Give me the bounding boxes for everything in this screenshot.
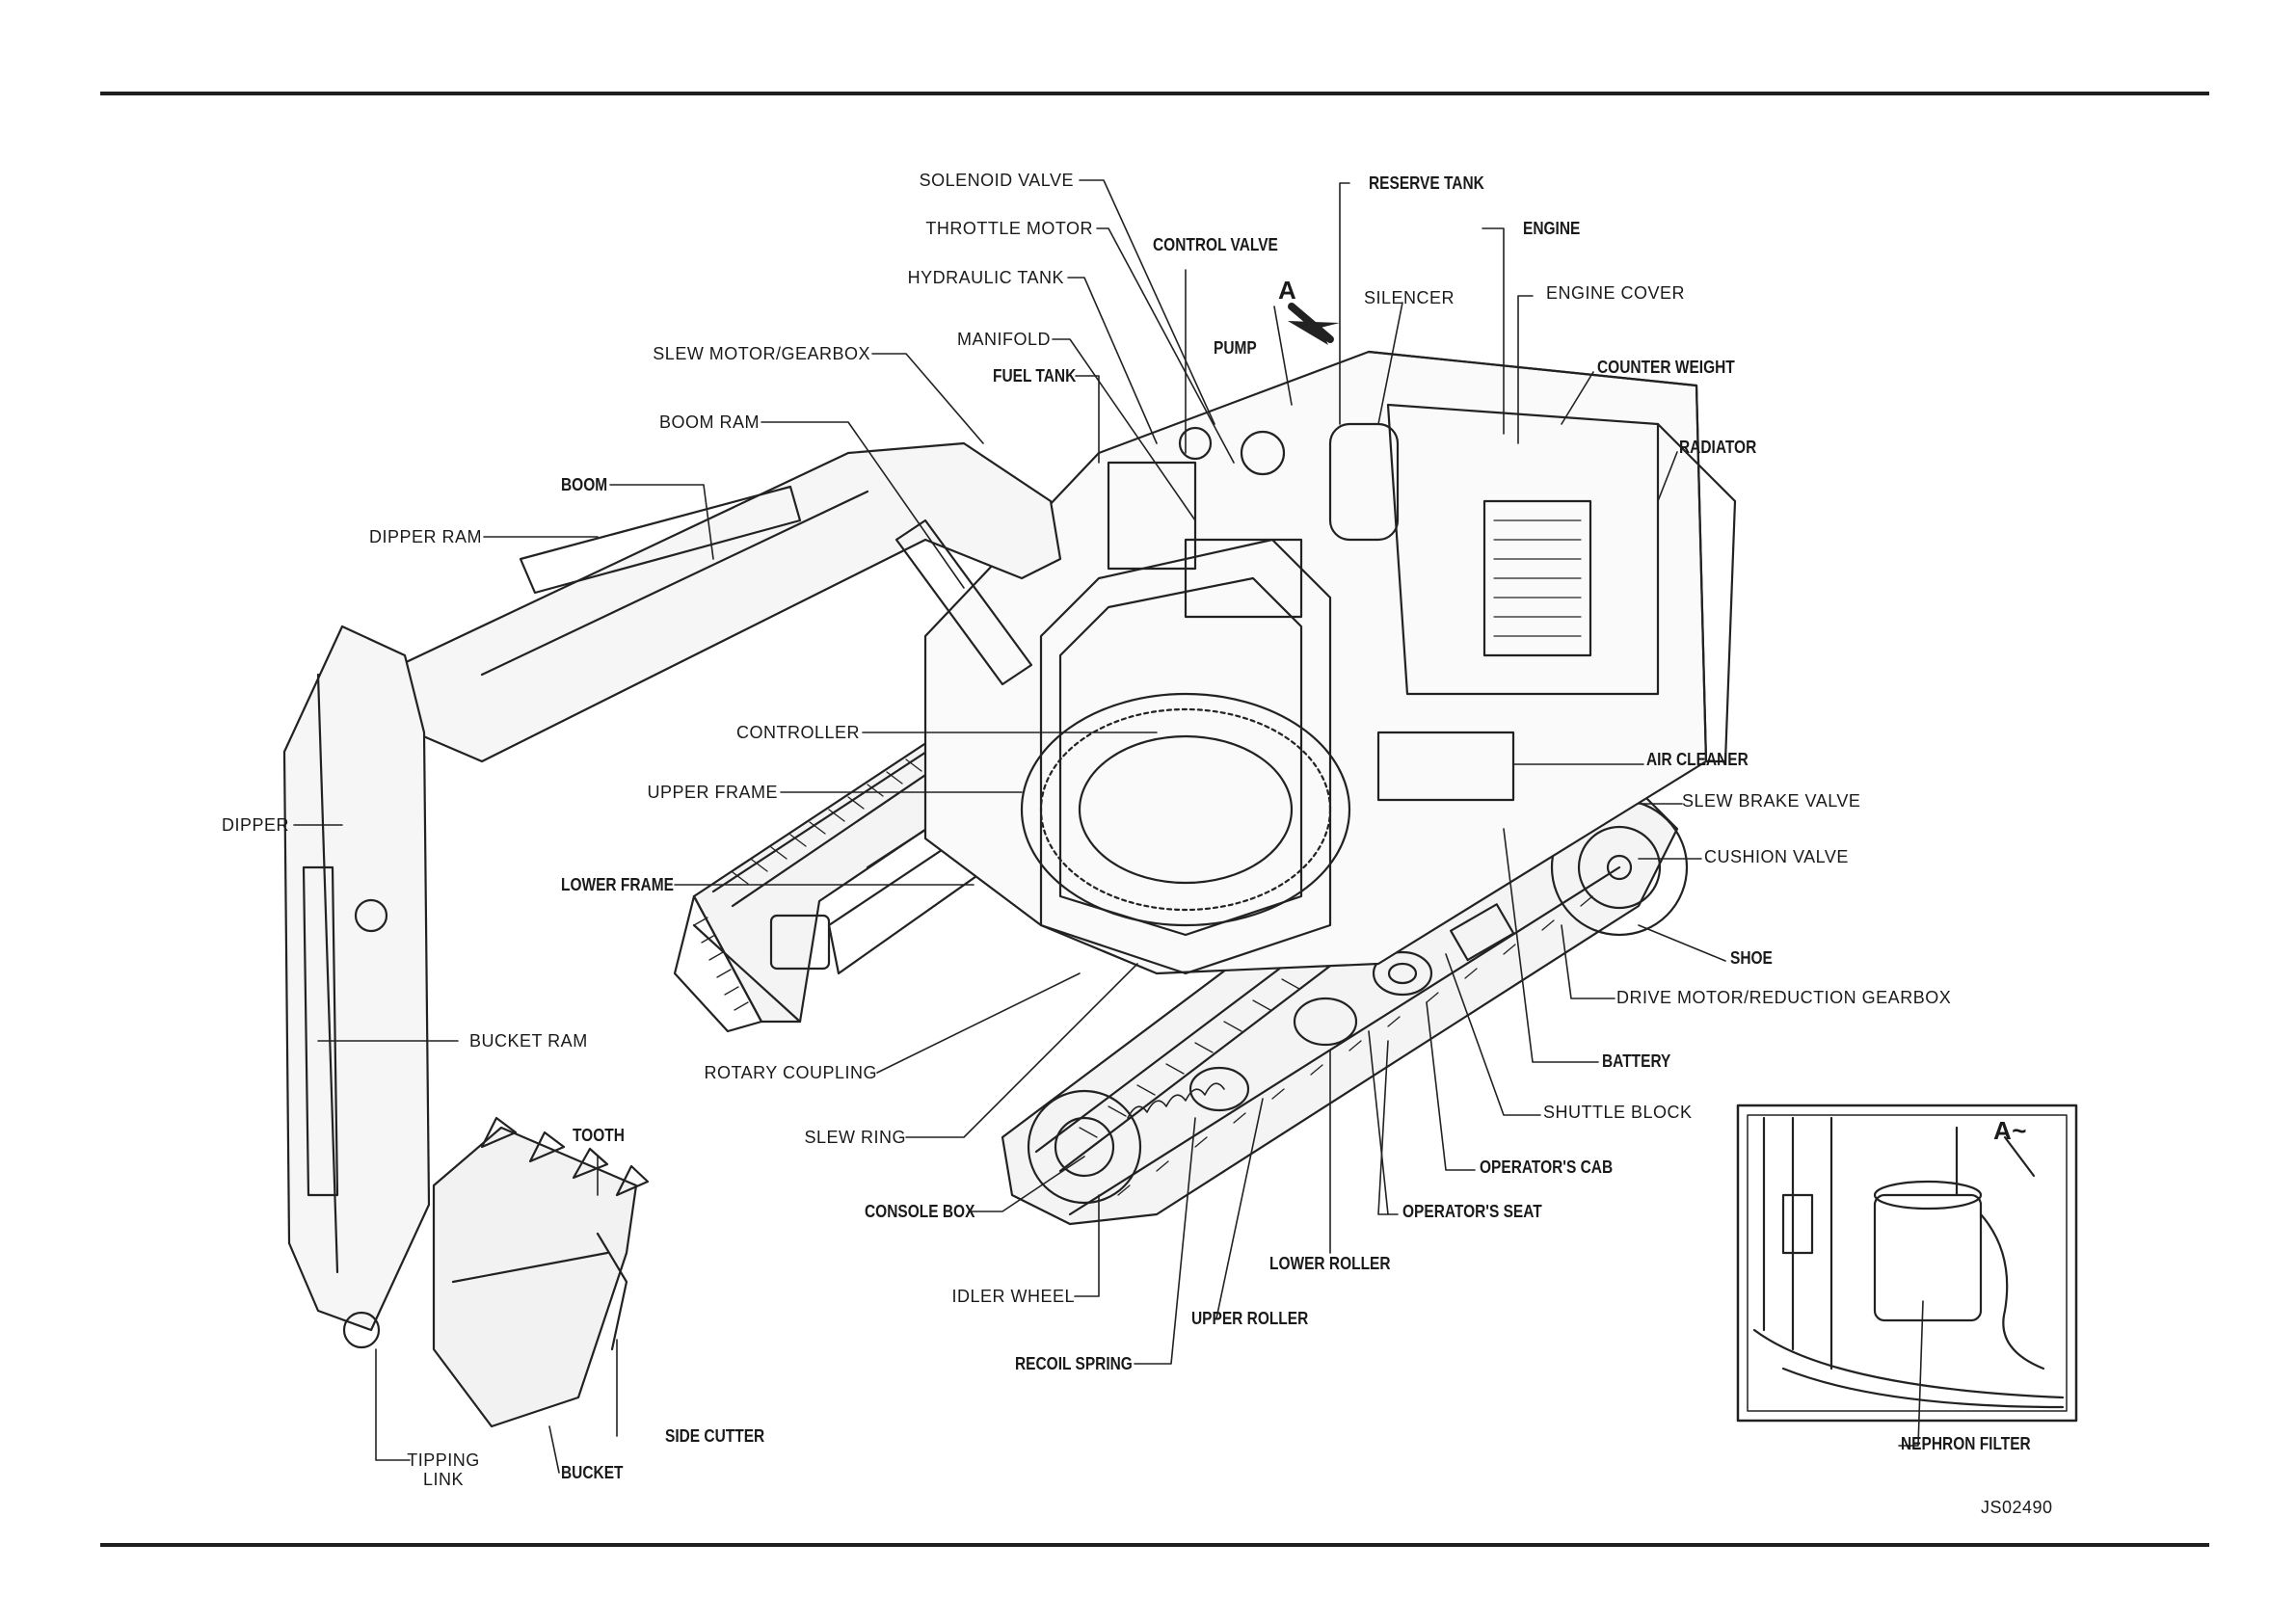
label-operators-cab: OPERATOR'S CAB: [1480, 1157, 1614, 1177]
label-battery: BATTERY: [1602, 1051, 1671, 1071]
label-controller: CONTROLLER: [735, 723, 860, 742]
side-cutter-shape: [596, 1232, 628, 1351]
recoil-spring-shape: [1127, 1082, 1225, 1119]
boom-ram-shape: [894, 519, 1033, 686]
label-boom: BOOM: [561, 475, 608, 494]
label-slew-brake-valve: SLEW BRAKE VALVE: [1682, 791, 1861, 811]
label-shoe: SHOE: [1730, 948, 1773, 968]
label-bucket: BUCKET: [561, 1463, 624, 1482]
label-pump: PUMP: [1214, 338, 1257, 358]
boom: [398, 441, 1062, 763]
dipper-ram-shape: [519, 485, 802, 595]
reserve-tank-shape: [1178, 426, 1213, 461]
bottom-rule: [100, 1543, 2209, 1547]
label-lower-frame: LOWER FRAME: [561, 875, 674, 894]
label-counter-weight: COUNTER WEIGHT: [1597, 358, 1735, 377]
operators-cab-shape: [1039, 538, 1332, 975]
radiator-shape: [1482, 499, 1592, 657]
control-valve-shape: [1184, 538, 1303, 619]
label-upper-roller: UPPER ROLLER: [1191, 1309, 1309, 1328]
view-arrow-icon: [1288, 321, 1340, 345]
label-air-cleaner: AIR CLEANER: [1646, 750, 1749, 769]
label-dipper-ram: DIPPER RAM: [368, 527, 482, 546]
label-console-box: CONSOLE BOX: [865, 1202, 975, 1221]
upper-structure: [923, 350, 1737, 975]
dipper: [282, 625, 431, 1349]
label-cushion-valve: CUSHION VALVE: [1704, 847, 1849, 866]
lower-roller-shape: [1293, 997, 1358, 1047]
label-bucket-ram: BUCKET RAM: [469, 1031, 588, 1051]
label-shuttle-block: SHUTTLE BLOCK: [1543, 1103, 1693, 1122]
label-reserve-tank: RESERVE TANK: [1369, 173, 1484, 193]
nephron-filter-shape: [1873, 1193, 1983, 1322]
drawing-code: JS02490: [1981, 1498, 2053, 1517]
label-boom-ram: BOOM RAM: [658, 412, 760, 432]
label-idler-wheel: IDLER WHEEL: [951, 1287, 1075, 1306]
top-rule: [100, 92, 2209, 95]
label-hydraulic-tank: HYDRAULIC TANK: [907, 268, 1064, 287]
hydraulic-tank-shape: [1107, 461, 1197, 571]
air-cleaner-shape: [1376, 731, 1515, 802]
engine-shape: [1386, 403, 1660, 696]
label-upper-frame: UPPER FRAME: [647, 783, 778, 802]
label-lower-roller: LOWER ROLLER: [1269, 1254, 1391, 1273]
tipping-link-shape: [342, 1311, 381, 1349]
label-tipping: TIPPING: [407, 1450, 480, 1470]
label-slew-motor-gearbox: SLEW MOTOR/GEARBOX: [653, 344, 870, 363]
slew-ring-shape: [1020, 692, 1351, 927]
silencer-shape: [1328, 422, 1400, 542]
leader-lines: [293, 179, 1924, 1474]
label-rotary-coupling: ROTARY COUPLING: [704, 1063, 877, 1082]
label-drive-motor-reduction-gearbox: DRIVE MOTOR/REDUCTION GEARBOX: [1616, 988, 1952, 1007]
label-tooth: TOOTH: [573, 1126, 625, 1145]
label-recoil-spring: RECOIL SPRING: [1015, 1354, 1133, 1373]
idler-wheel-shape: [1027, 1089, 1142, 1205]
label-operators-seat: OPERATOR'S SEAT: [1402, 1202, 1542, 1221]
label-engine: ENGINE: [1523, 219, 1581, 238]
bucket: [432, 1116, 650, 1428]
label-solenoid-valve: SOLENOID VALVE: [919, 171, 1074, 190]
counter-weight-shape: [1656, 422, 1737, 763]
label-engine-cover: ENGINE COVER: [1546, 283, 1686, 303]
label-nephron-filter: NEPHRON FILTER: [1901, 1434, 2031, 1453]
label-radiator: RADIATOR: [1679, 438, 1757, 457]
tooth-shape: [480, 1116, 650, 1197]
label-link: LINK: [422, 1470, 465, 1489]
label-manifold: MANIFOLD: [956, 330, 1051, 349]
label-control-valve: CONTROL VALVE: [1153, 235, 1278, 254]
label-slew-ring: SLEW RING: [804, 1128, 906, 1147]
inset-marker: A~: [1993, 1116, 2027, 1145]
pump-shape: [1240, 430, 1286, 476]
label-side-cutter: SIDE CUTTER: [665, 1426, 765, 1446]
inset-view: [1736, 1104, 2078, 1423]
label-silencer: SILENCER: [1364, 288, 1455, 307]
label-dipper: DIPPER: [221, 815, 289, 835]
upper-roller-shape: [1188, 1066, 1250, 1112]
label-fuel-tank: FUEL TANK: [993, 366, 1077, 386]
view-marker: A: [1278, 276, 1297, 305]
bucket-ram-shape: [302, 865, 339, 1197]
label-throttle-motor: THROTTLE MOTOR: [925, 219, 1093, 238]
